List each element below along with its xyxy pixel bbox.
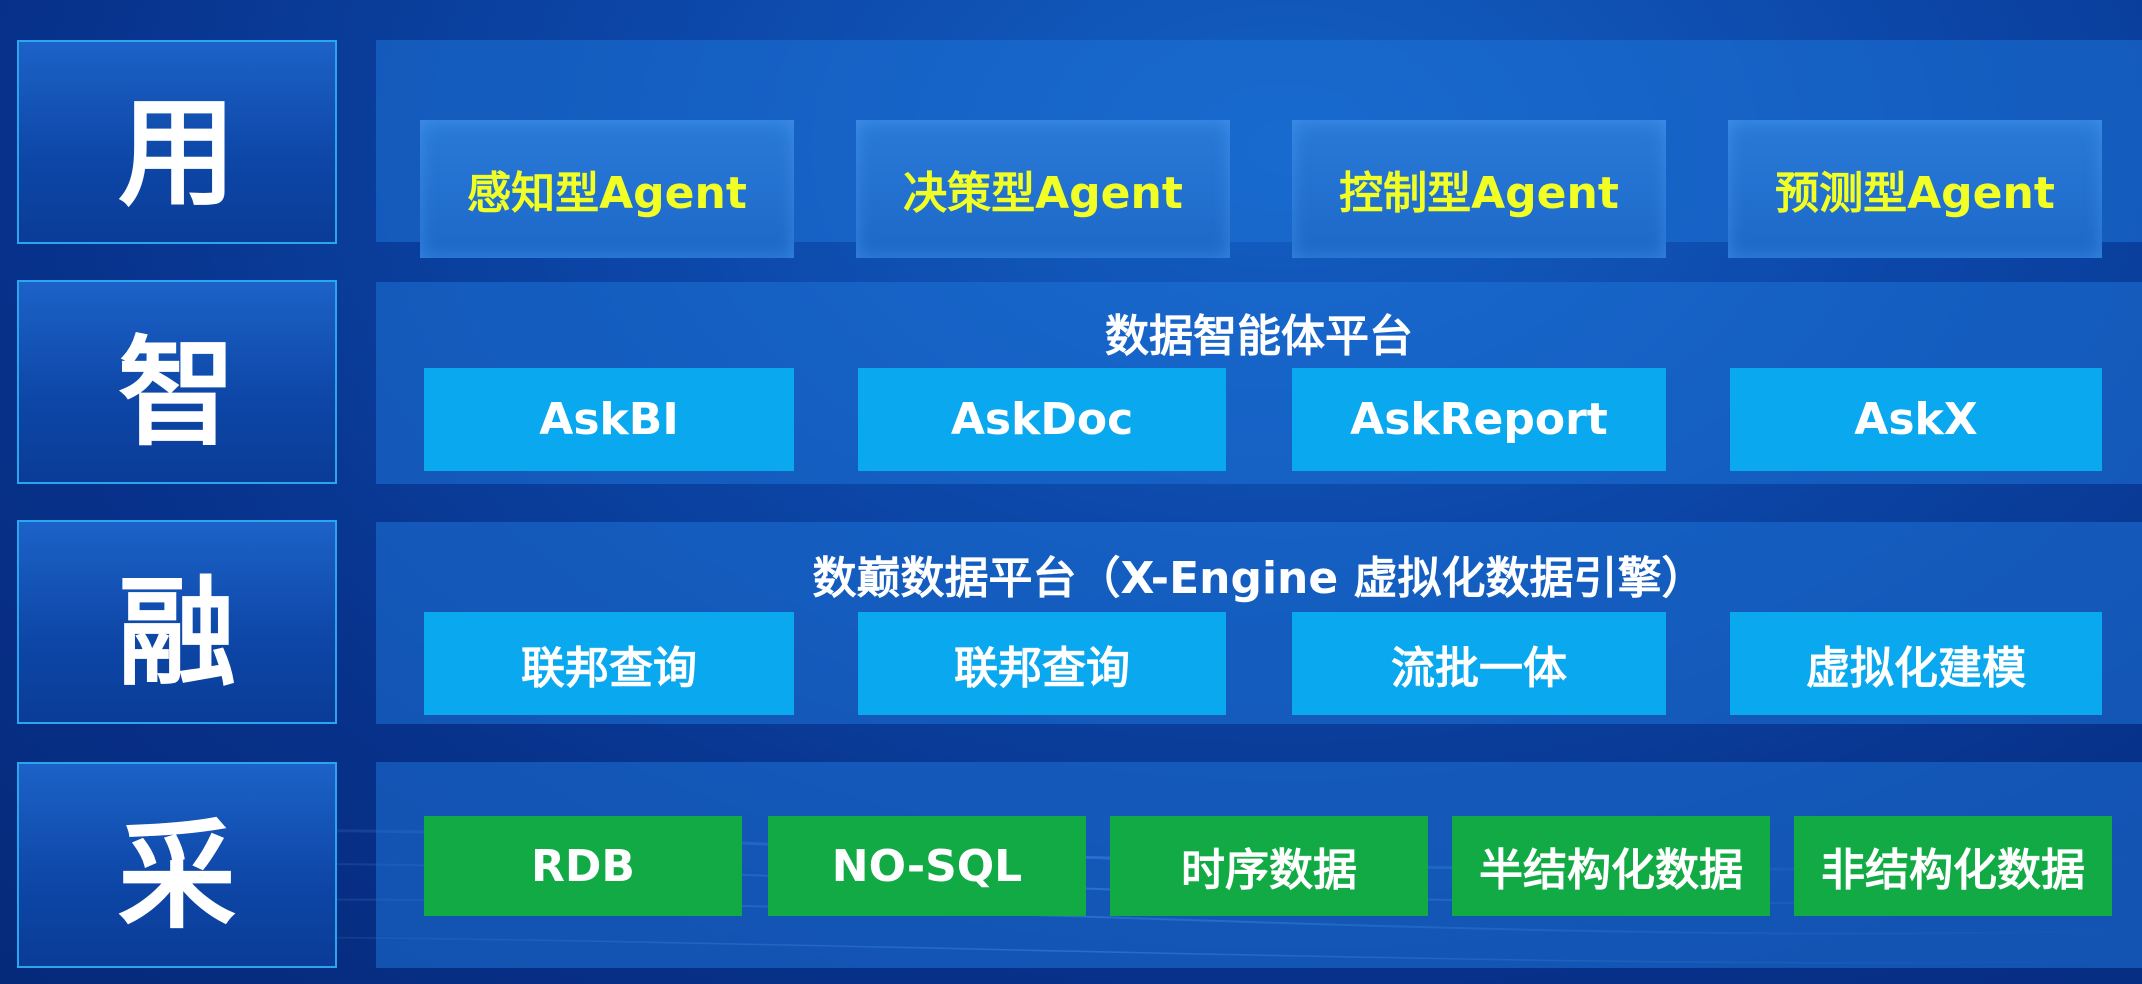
agent-prediction[interactable]: 预测型Agent [1728, 120, 2102, 258]
agent-decision[interactable]: 决策型Agent [856, 120, 1230, 258]
source-label: NO-SQL [831, 840, 1023, 892]
agent-control[interactable]: 控制型Agent [1292, 120, 1666, 258]
module-askdoc[interactable]: AskDoc [858, 368, 1226, 471]
layer-label-use: 用 [17, 40, 337, 244]
layer-label-collect: 采 [17, 762, 337, 968]
layer-label-intelligence: 智 [17, 280, 337, 484]
module-label: 流批一体 [1391, 642, 1567, 694]
source-rdb[interactable]: RDB [424, 816, 742, 916]
agent-label: 控制型Agent [1339, 168, 1619, 219]
module-stream-batch[interactable]: 流批一体 [1292, 612, 1666, 715]
module-virtual-modeling[interactable]: 虚拟化建模 [1730, 612, 2102, 715]
module-label: 虚拟化建模 [1806, 642, 2026, 694]
layer-label-text: 采 [117, 805, 236, 945]
module-askreport[interactable]: AskReport [1292, 368, 1666, 471]
panel-title: 数据智能体平台 [1105, 311, 1413, 362]
layer-panel-use: 感知型Agent 决策型Agent 控制型Agent 预测型Agent [376, 40, 2142, 258]
panel-title: 数巅数据平台（X-Engine 虚拟化数据引擎） [812, 553, 1706, 604]
layer-label-fusion: 融 [17, 520, 337, 724]
module-askbi[interactable]: AskBI [424, 368, 794, 471]
layer-label-text: 智 [117, 322, 236, 462]
source-label: 非结构化数据 [1821, 845, 2085, 896]
layer-panel-fusion: 数巅数据平台（X-Engine 虚拟化数据引擎） 联邦查询 联邦查询 流批一体 … [376, 522, 2142, 724]
source-label: 时序数据 [1181, 845, 1357, 896]
source-timeseries[interactable]: 时序数据 [1110, 816, 1428, 916]
module-federated-query-2[interactable]: 联邦查询 [858, 612, 1226, 715]
module-label: AskReport [1350, 394, 1608, 445]
agent-label: 预测型Agent [1775, 168, 2055, 219]
agent-perception[interactable]: 感知型Agent [420, 120, 794, 258]
module-label: AskX [1854, 394, 1978, 445]
module-label: AskBI [539, 394, 679, 445]
source-nosql[interactable]: NO-SQL [768, 816, 1086, 916]
source-unstructured[interactable]: 非结构化数据 [1794, 816, 2112, 916]
source-label: 半结构化数据 [1479, 845, 1743, 896]
agent-label: 感知型Agent [467, 168, 747, 219]
layer-label-text: 用 [117, 82, 236, 222]
module-label: 联邦查询 [954, 642, 1130, 694]
layer-panel-intelligence: 数据智能体平台 AskBI AskDoc AskReport AskX [376, 282, 2142, 484]
agent-label: 决策型Agent [903, 168, 1183, 219]
module-federated-query[interactable]: 联邦查询 [424, 612, 794, 715]
module-label: AskDoc [950, 394, 1134, 445]
module-askx[interactable]: AskX [1730, 368, 2102, 471]
module-label: 联邦查询 [521, 642, 697, 694]
layer-label-text: 融 [117, 562, 236, 702]
source-label: RDB [531, 840, 635, 892]
source-semi-structured[interactable]: 半结构化数据 [1452, 816, 1770, 916]
